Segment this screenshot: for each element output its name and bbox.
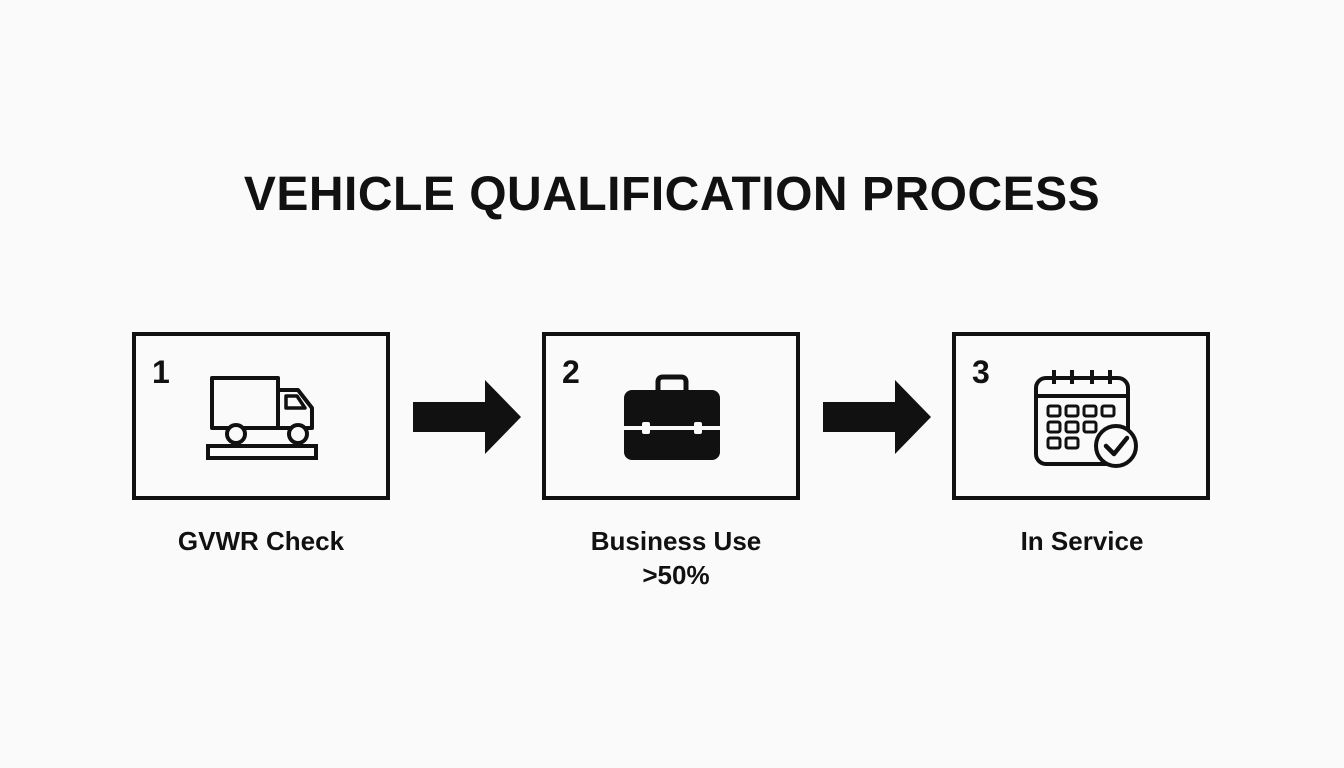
briefcase-icon (624, 374, 720, 460)
step-3-label: In Service (932, 524, 1232, 558)
step-2-number: 2 (562, 354, 580, 390)
step-2-box: 2 (542, 332, 800, 500)
step-3-label-line: In Service (1020, 526, 1144, 556)
calendar-check-icon (1034, 370, 1138, 468)
step-2-label-line-1: Business Use (590, 526, 762, 556)
step-3-box: 3 (952, 332, 1210, 500)
step-1-label: GVWR Check (111, 524, 411, 558)
diagram-title: VEHICLE QUALIFICATION PROCESS (243, 168, 1101, 221)
step-3-number: 3 (972, 354, 990, 390)
arrow-right-icon (413, 380, 521, 454)
step-1-number: 1 (152, 354, 170, 390)
step-2-label: Business Use >50% (526, 524, 826, 592)
arrow-right-icon (823, 380, 931, 454)
truck-icon (206, 376, 318, 460)
step-1-label-line: GVWR Check (177, 526, 345, 556)
step-2-label-line-2: >50% (642, 560, 710, 590)
step-1-box: 1 (132, 332, 390, 500)
